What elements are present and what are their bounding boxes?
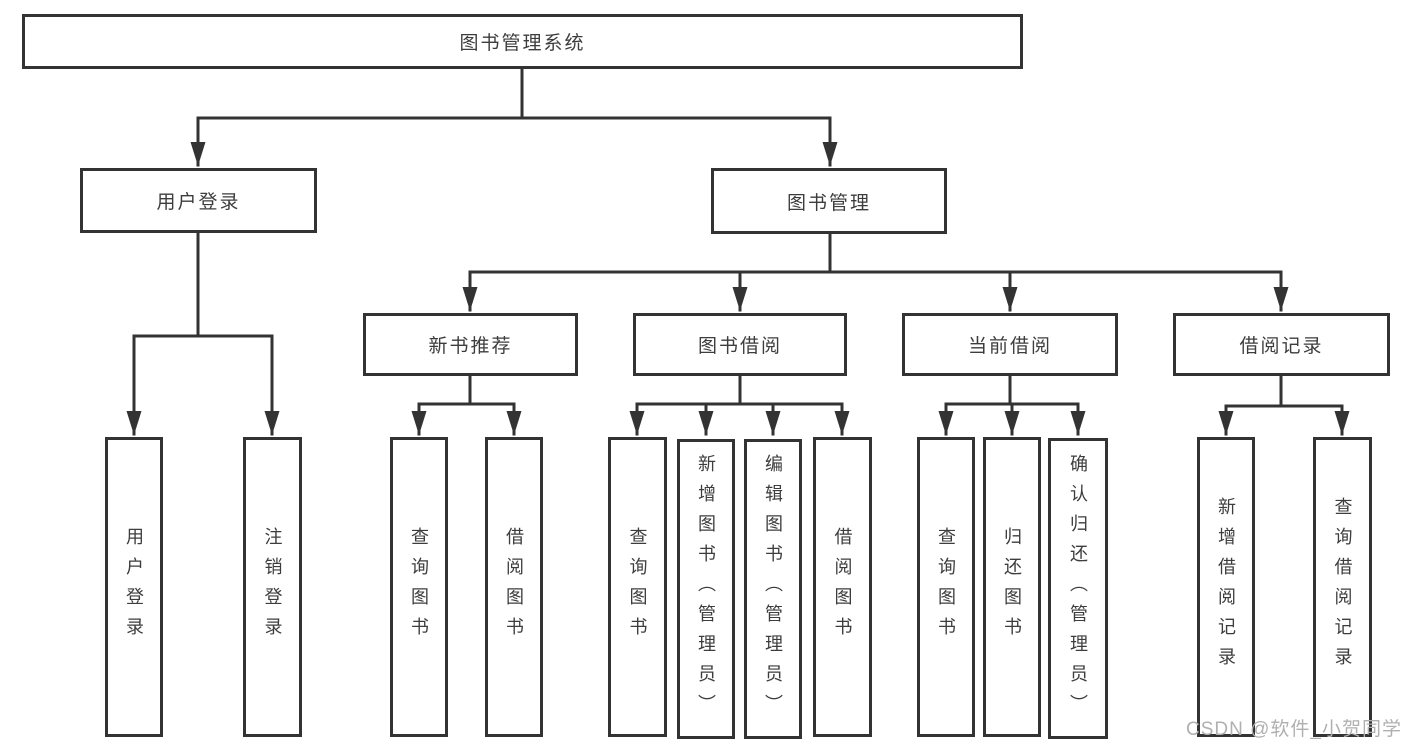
leaf-label: 查询图书 xyxy=(409,527,429,647)
leaf-label: 借阅图书 xyxy=(832,527,853,647)
leaf-logout: 注销登录 xyxy=(243,437,302,737)
leaf-query-books-recommend: 查询图书 xyxy=(390,437,448,737)
watermark: CSDN @软件_小贺同学 xyxy=(1186,719,1402,740)
node-new-book-recommend: 新书推荐 xyxy=(363,313,578,376)
leaf-borrow-books: 借阅图书 xyxy=(813,437,872,737)
leaf-label: 新增图书（管理员） xyxy=(696,454,716,724)
leaf-edit-book-admin: 编辑图书（管理员） xyxy=(744,439,802,739)
leaf-label: 归还图书 xyxy=(1002,527,1022,647)
leaf-add-borrow-record: 新增借阅记录 xyxy=(1197,437,1255,737)
leaf-label: 注销登录 xyxy=(262,527,283,647)
leaf-label: 确认归还（管理员） xyxy=(1068,453,1088,724)
leaf-borrow-books-recommend: 借阅图书 xyxy=(485,437,543,737)
leaf-label: 新增借阅记录 xyxy=(1216,497,1236,677)
node-user-login: 用户登录 xyxy=(80,168,317,233)
node-book-borrow: 图书借阅 xyxy=(633,313,847,376)
leaf-label: 查询图书 xyxy=(627,527,648,647)
node-current-borrow: 当前借阅 xyxy=(902,313,1118,376)
leaf-user-login: 用户登录 xyxy=(105,437,163,737)
leaf-label: 借阅图书 xyxy=(504,527,524,647)
leaf-query-books-borrow: 查询图书 xyxy=(608,437,667,737)
leaf-query-borrow-record: 查询借阅记录 xyxy=(1313,437,1372,737)
leaf-query-books-current: 查询图书 xyxy=(917,437,975,737)
node-root-library-system: 图书管理系统 xyxy=(22,14,1023,69)
leaf-add-book-admin: 新增图书（管理员） xyxy=(677,439,735,739)
leaf-label: 用户登录 xyxy=(124,527,144,647)
leaf-confirm-return-admin: 确认归还（管理员） xyxy=(1048,438,1108,739)
leaf-return-book: 归还图书 xyxy=(983,437,1041,737)
node-book-management: 图书管理 xyxy=(711,168,947,234)
leaf-label: 查询图书 xyxy=(936,527,956,647)
node-borrow-records: 借阅记录 xyxy=(1173,313,1390,376)
leaf-label: 编辑图书（管理员） xyxy=(763,454,783,724)
leaf-label: 查询借阅记录 xyxy=(1332,497,1353,677)
